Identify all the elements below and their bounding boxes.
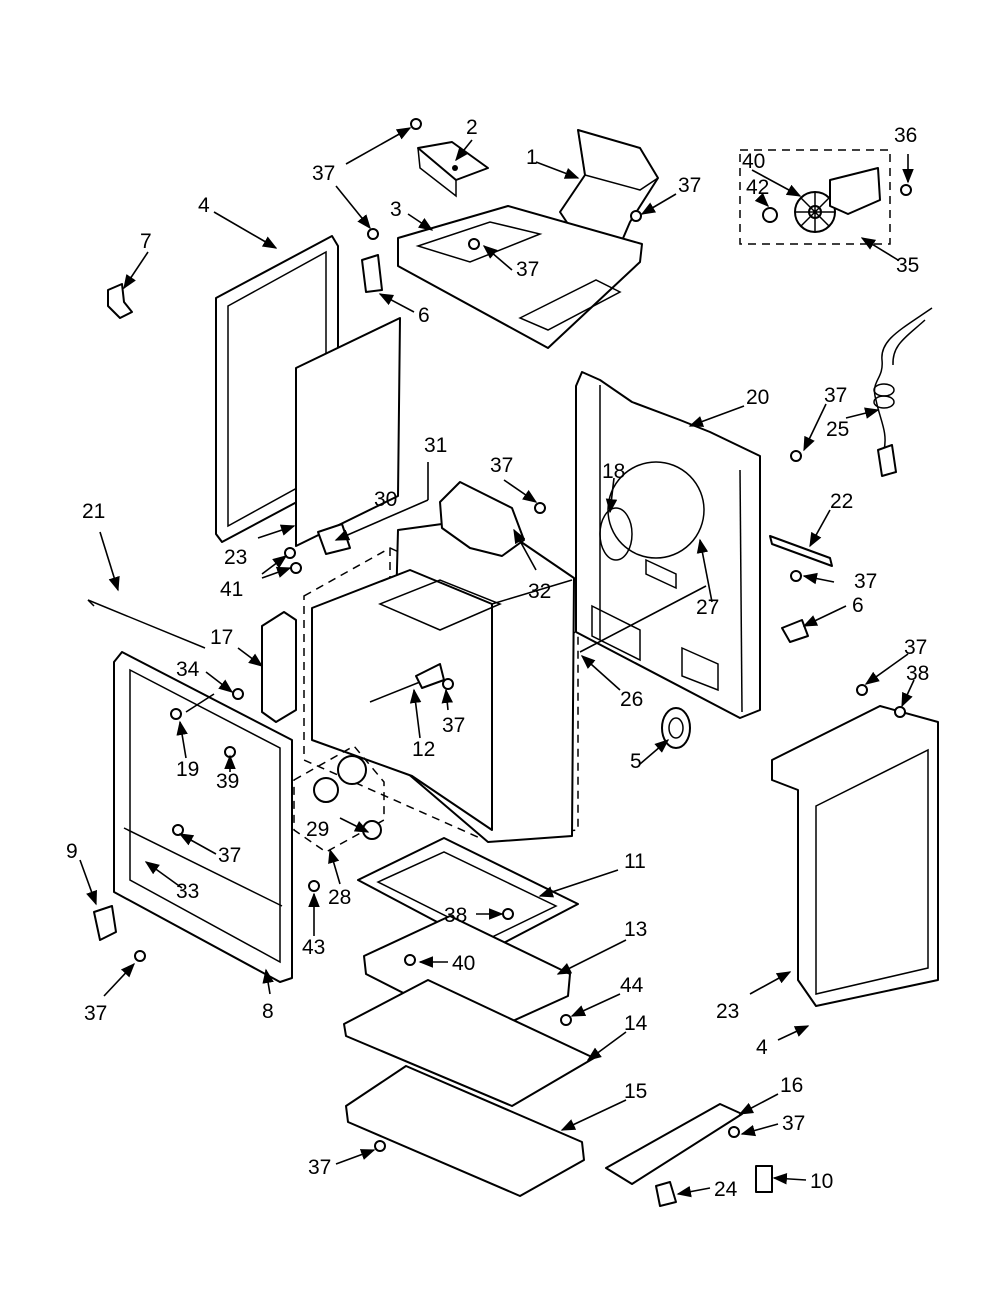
callout-24: 24 bbox=[714, 1178, 738, 1201]
callout-38: 37 bbox=[218, 844, 241, 867]
callout-10: 10 bbox=[810, 1170, 833, 1193]
callout-1: 1 bbox=[526, 146, 538, 169]
callout-44: 43 bbox=[302, 936, 325, 959]
part-24-clip bbox=[655, 1181, 677, 1207]
callout-11: 11 bbox=[624, 850, 646, 873]
callout-42: 41 bbox=[220, 578, 243, 601]
callout-25: 25 bbox=[826, 418, 849, 441]
callout-16: 16 bbox=[780, 1074, 803, 1097]
callout-43: 42 bbox=[746, 176, 769, 199]
callout-34: 34 bbox=[176, 658, 200, 681]
callout-3: 3 bbox=[390, 198, 402, 221]
callout-37: 37 bbox=[308, 1156, 331, 1179]
callout-35: 35 bbox=[896, 254, 919, 277]
callout-37: 37 bbox=[904, 636, 927, 659]
callout-13: 13 bbox=[624, 918, 647, 941]
callout-39: 38 bbox=[906, 662, 929, 685]
callout-21: 21 bbox=[82, 500, 105, 523]
callout-40: 40 bbox=[452, 952, 475, 975]
callout-41: 40 bbox=[742, 150, 765, 173]
callout-17: 17 bbox=[210, 626, 233, 649]
part-14-drawer-bottom bbox=[343, 979, 595, 1107]
callout-30: 30 bbox=[374, 488, 397, 511]
part-16-rail bbox=[605, 1103, 743, 1185]
part-25-power-cord bbox=[873, 307, 933, 477]
callout-20: 20 bbox=[746, 386, 769, 409]
callout-37: 37 bbox=[854, 570, 877, 593]
callout-5: 5 bbox=[630, 750, 642, 773]
callout-12: 12 bbox=[412, 738, 435, 761]
callout-8: 8 bbox=[262, 1000, 274, 1023]
callout-37: 37 bbox=[678, 174, 701, 197]
callout-32: 32 bbox=[528, 580, 551, 603]
callout-26: 26 bbox=[620, 688, 643, 711]
callout-6: 6 bbox=[852, 594, 864, 617]
part-15-base-pan bbox=[345, 1065, 585, 1197]
callout-29: 29 bbox=[306, 818, 329, 841]
callout-7: 7 bbox=[140, 230, 152, 253]
callout-37: 37 bbox=[442, 714, 465, 737]
callout-labels: 1 2 3 4 4 5 6 6 7 8 9 10 11 12 13 14 15 … bbox=[66, 116, 929, 1201]
part-5-knob bbox=[661, 707, 691, 749]
callout-37: 37 bbox=[516, 258, 539, 281]
part-10-leveling-leg bbox=[755, 1165, 773, 1193]
callout-9: 9 bbox=[66, 840, 78, 863]
callout-14: 14 bbox=[624, 1012, 648, 1035]
part-3-top-plate bbox=[397, 205, 643, 349]
callout-22: 22 bbox=[830, 490, 853, 513]
callout-27: 27 bbox=[696, 596, 719, 619]
part-20-rear-panel bbox=[575, 371, 761, 719]
part-21-gasket bbox=[87, 599, 206, 649]
callout-4: 4 bbox=[756, 1036, 768, 1059]
callout-19: 19 bbox=[176, 758, 199, 781]
part-13-drawer bbox=[363, 915, 571, 1035]
callout-33: 33 bbox=[176, 880, 199, 903]
callout-15: 15 bbox=[624, 1080, 647, 1103]
part-35-fan-assembly-box bbox=[739, 149, 891, 245]
callout-40: 39 bbox=[216, 770, 239, 793]
leader-lines bbox=[79, 127, 915, 1198]
callout-36: 36 bbox=[894, 124, 917, 147]
part-9-switch bbox=[93, 905, 117, 941]
callout-31: 31 bbox=[424, 434, 447, 457]
callout-44: 44 bbox=[620, 974, 644, 997]
callout-38: 38 bbox=[444, 904, 467, 927]
callout-37: 37 bbox=[312, 162, 335, 185]
callout-23: 23 bbox=[716, 1000, 739, 1023]
part-6-clip-right bbox=[781, 619, 809, 643]
part-6-clip-top bbox=[361, 254, 383, 293]
part-4-side-frame-right bbox=[771, 705, 939, 1007]
part-28-burner-group bbox=[293, 745, 385, 853]
callout-37: 37 bbox=[490, 454, 513, 477]
callout-37: 37 bbox=[782, 1112, 805, 1135]
part-17-bracket bbox=[261, 611, 297, 723]
part-26-oven-liner bbox=[311, 517, 575, 843]
callout-4: 4 bbox=[198, 194, 210, 217]
callout-2: 2 bbox=[466, 116, 478, 139]
callout-37: 37 bbox=[84, 1002, 107, 1025]
part-7-bracket bbox=[107, 283, 133, 319]
part-6-insulation-panel bbox=[295, 317, 401, 547]
part-2-bracket bbox=[417, 141, 489, 198]
part-8-front-frame bbox=[113, 651, 293, 983]
callout-6: 6 bbox=[418, 304, 430, 327]
part-22-rod bbox=[769, 535, 833, 567]
callout-28: 28 bbox=[328, 886, 351, 909]
callout-23: 23 bbox=[224, 546, 247, 569]
callout-37: 37 bbox=[824, 384, 847, 407]
callout-18: 18 bbox=[602, 460, 625, 483]
